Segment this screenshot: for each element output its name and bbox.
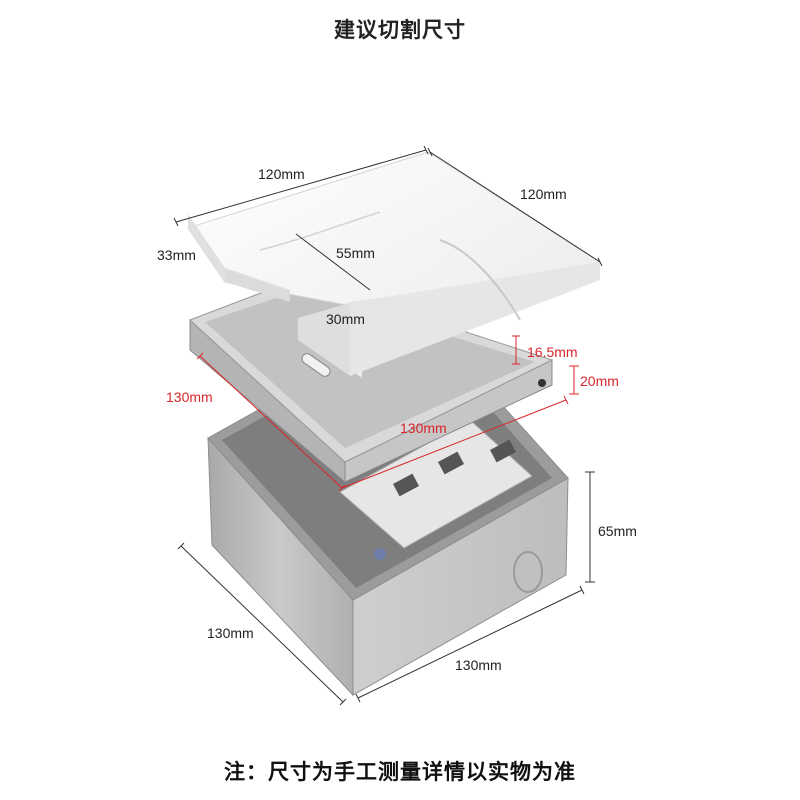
label-box-height: 65mm bbox=[598, 523, 637, 539]
power-socket bbox=[339, 419, 533, 549]
label-box-length: 130mm bbox=[207, 625, 254, 641]
cover-tile bbox=[187, 151, 602, 379]
screw bbox=[374, 548, 386, 560]
label-tray-height: 20mm bbox=[580, 373, 619, 389]
label-notch-length: 55mm bbox=[336, 245, 375, 261]
label-tray-depth: 16.5mm bbox=[527, 344, 578, 360]
knockout-hole bbox=[513, 551, 543, 593]
screw bbox=[538, 379, 546, 387]
page-title: 建议切割尺寸 bbox=[334, 18, 466, 42]
label-notch-depth: 33mm bbox=[157, 247, 196, 263]
dimension-lines bbox=[173, 145, 603, 706]
label-tile-length: 120mm bbox=[258, 166, 305, 182]
label-tile-width: 120mm bbox=[520, 186, 567, 202]
disclaimer-note: 注：尺寸为手工测量详情以实物为准 bbox=[224, 760, 576, 784]
label-box-width: 130mm bbox=[455, 657, 502, 673]
tray bbox=[189, 277, 554, 484]
red-dimension-lines bbox=[196, 335, 579, 492]
label-tray-length: 130mm bbox=[166, 389, 213, 405]
label-notch-width: 30mm bbox=[326, 311, 365, 327]
label-tray-width: 130mm bbox=[400, 420, 447, 436]
